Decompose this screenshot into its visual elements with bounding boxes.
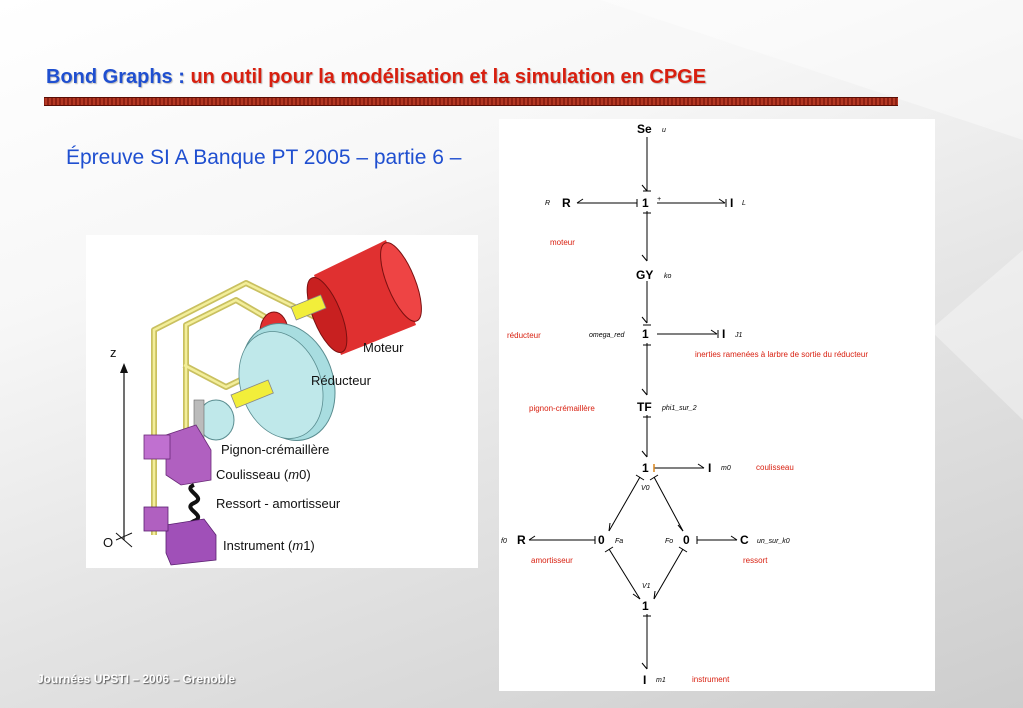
var-v0: V0 xyxy=(641,485,650,492)
node-gy: GY xyxy=(636,268,653,282)
node-one-a: 1 xyxy=(642,196,649,210)
reducer xyxy=(197,323,336,441)
var-un-sur-k0: un_sur_k0 xyxy=(757,538,790,545)
bond-0a-1 xyxy=(604,546,641,600)
node-tf: TF xyxy=(637,400,652,414)
photo-label-ressort: Ressort - amortisseur xyxy=(216,496,341,511)
annotation-pignon: pignon-crémaillère xyxy=(529,404,595,413)
node-one-d: 1 xyxy=(642,599,649,613)
photo-label-reducteur: Réducteur xyxy=(311,373,372,388)
bond-0b-1 xyxy=(653,546,688,600)
node-one-b: 1 xyxy=(642,327,649,341)
node-i-l: I xyxy=(730,196,733,210)
origin-tick-2 xyxy=(115,532,133,548)
slide-title-part1: Bond Graphs : xyxy=(46,66,185,88)
footer-text: Journées UPSTI – 2006 – Grenoble xyxy=(37,672,236,686)
var-omega-red: omega_red xyxy=(589,332,626,339)
bond-0b-c xyxy=(696,535,738,544)
bond-1-0a xyxy=(608,474,645,532)
var-ko: ko xyxy=(664,273,672,280)
node-c: C xyxy=(740,533,749,547)
motor xyxy=(290,240,422,355)
slider-mass xyxy=(143,399,212,486)
var-f0: f0 xyxy=(501,538,507,545)
origin-tick xyxy=(115,532,133,541)
var-l: L xyxy=(742,200,746,207)
bond-1-m1 xyxy=(641,614,651,670)
node-i-j1: I xyxy=(722,327,725,341)
bond-graph-diagram: Se u R R 1 + I L moteur GY ko réducteur … xyxy=(499,119,935,691)
instrument-mass xyxy=(143,506,217,566)
annotation-inerties: inerties ramenées à larbre de sortie du … xyxy=(695,350,868,359)
bond-1-tf xyxy=(641,343,651,396)
mechanism-illustration: z O xyxy=(86,235,478,568)
node-one-c: 1 xyxy=(642,461,649,475)
var-phi1: phi1_sur_2 xyxy=(661,405,697,412)
bond-1-l xyxy=(657,198,727,207)
bond-1-m0 xyxy=(653,463,705,472)
bond-0a-r xyxy=(528,535,596,544)
node-i-m1: I xyxy=(643,673,646,687)
slide-title-part2: un outil pour la modélisation et la simu… xyxy=(184,66,707,88)
node-zero-b: 0 xyxy=(683,533,690,547)
slide-subtitle: Épreuve SI A Banque PT 2005 – partie 6 – xyxy=(66,146,462,169)
bond-1-r xyxy=(576,198,638,207)
bond-se-1 xyxy=(641,137,651,192)
bond-1-gy xyxy=(641,211,651,262)
axis-o-label: O xyxy=(103,535,113,550)
var-fo: Fo xyxy=(665,538,673,545)
photo-label-instrument: Instrument (m1) xyxy=(223,538,315,553)
var-u: u xyxy=(662,127,666,134)
node-se: Se xyxy=(637,122,652,136)
var-j1: J1 xyxy=(734,332,743,339)
photo-label-pignon: Pignon-crémaillère xyxy=(221,442,329,457)
photo-label-moteur: Moteur xyxy=(363,340,404,355)
var-plus: + xyxy=(657,196,661,203)
node-r-top: R xyxy=(562,196,571,210)
var-m0: m0 xyxy=(721,465,731,472)
node-zero-a: 0 xyxy=(598,533,605,547)
bond-1-j1 xyxy=(657,329,719,338)
photo-label-coulisseau: Coulisseau (m0) xyxy=(216,467,311,482)
bond-gy-1 xyxy=(641,281,651,326)
node-r-bot: R xyxy=(517,533,526,547)
var-v1: V1 xyxy=(642,583,651,590)
var-r-top: R xyxy=(545,200,550,207)
var-m1: m1 xyxy=(656,677,666,684)
bond-tf-1 xyxy=(641,415,651,458)
annotation-reducteur: réducteur xyxy=(507,331,541,340)
annotation-moteur: moteur xyxy=(550,238,575,247)
node-i-m0: I xyxy=(708,461,711,475)
z-axis-arrow-icon xyxy=(120,363,128,373)
var-fa: Fa xyxy=(615,538,623,545)
title-underline xyxy=(44,97,898,106)
annotation-coulisseau: coulisseau xyxy=(756,463,794,472)
bond-1-0b xyxy=(649,474,684,532)
annotation-instrument: instrument xyxy=(692,675,730,684)
axis-z-label: z xyxy=(110,345,117,360)
annotation-amortisseur: amortisseur xyxy=(531,556,573,565)
slide-title: Bond Graphs : un outil pour la modélisat… xyxy=(46,66,706,89)
annotation-ressort: ressort xyxy=(743,556,768,565)
